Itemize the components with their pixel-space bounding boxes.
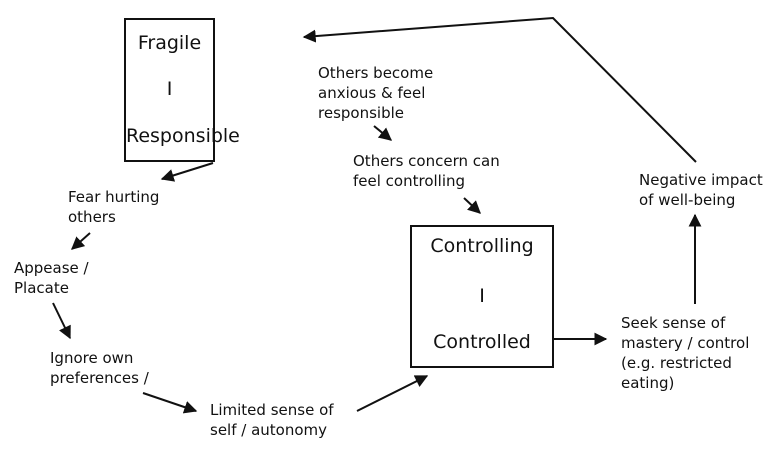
arrow-fragile-to-fear [160, 162, 214, 182]
box-fragile-title: Fragile [137, 32, 202, 54]
label-others-anxious: Others become anxious & feel responsible [318, 64, 434, 122]
label-fear-hurting: Fear hurting others [68, 188, 160, 226]
box-fragile-responsible-frame: Fragile I Responsible [124, 18, 240, 162]
arrow-anxious-to-concern [373, 125, 393, 141]
box-controlling-controlled: Controlling I Controlled [410, 225, 554, 368]
label-limited-sense: Limited sense of self / autonomy [210, 401, 334, 439]
label-ignore-prefs: Ignore own preferences / [50, 349, 149, 387]
box-controlling-subtitle: Controlled [433, 331, 531, 353]
label-negative-impact: Negative impact of well-being [639, 171, 763, 209]
arrow-negative-to-fragile [302, 16, 697, 163]
arrow-ignore-to-limited [142, 392, 198, 414]
box-controlling-title: Controlling [430, 235, 534, 257]
label-seek-mastery: Seek sense of mastery / control (e.g. re… [621, 314, 750, 392]
box-controlling-separator: I [479, 285, 485, 307]
label-appease: Appease / Placate [14, 259, 89, 297]
arrow-fear-to-appease [71, 232, 91, 250]
box-fragile-subtitle: Responsible [126, 125, 240, 147]
arrow-concern-to-controlling [463, 197, 481, 214]
arrow-appease-to-ignore [52, 302, 71, 340]
box-fragile-separator: I [166, 78, 173, 100]
arrow-limited-to-controlling [356, 375, 429, 412]
label-others-concern: Others concern can feel controlling [353, 152, 500, 190]
